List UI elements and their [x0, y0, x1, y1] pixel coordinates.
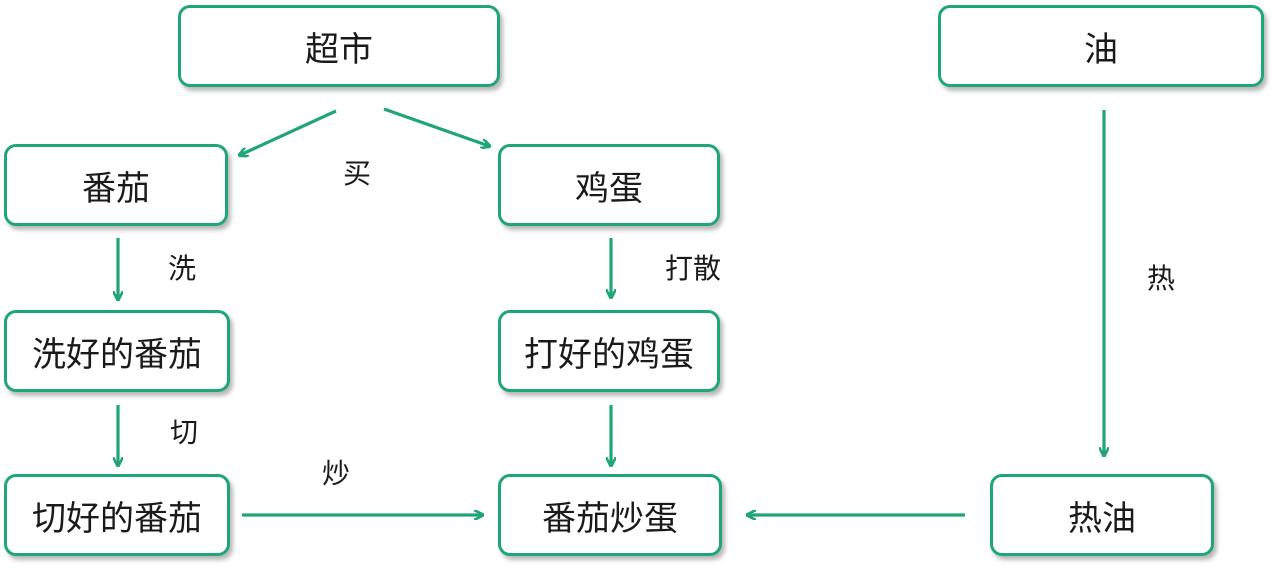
node-hot-oil: 热油	[990, 474, 1214, 556]
node-cut-tomato: 切好的番茄	[4, 474, 230, 556]
edge-label-stir-fry: 炒	[322, 457, 351, 490]
node-oil: 油	[938, 5, 1264, 87]
node-tomato: 番茄	[4, 144, 228, 226]
edge-label-heat: 热	[1147, 262, 1176, 295]
edge-label-cut: 切	[170, 416, 199, 449]
node-egg: 鸡蛋	[498, 144, 720, 226]
node-supermarket: 超市	[178, 5, 500, 87]
edge-label-buy: 买	[343, 157, 372, 190]
node-washed-tomato: 洗好的番茄	[4, 310, 230, 392]
arrow-chaoshi-to-fanqie	[240, 109, 337, 155]
node-tomato-scrambled-egg: 番茄炒蛋	[498, 474, 722, 556]
edge-label-beat: 打散	[665, 252, 722, 285]
edge-label-wash: 洗	[168, 252, 197, 285]
arrow-chaoshi-to-jidan	[383, 107, 489, 146]
node-beaten-egg: 打好的鸡蛋	[498, 310, 720, 392]
